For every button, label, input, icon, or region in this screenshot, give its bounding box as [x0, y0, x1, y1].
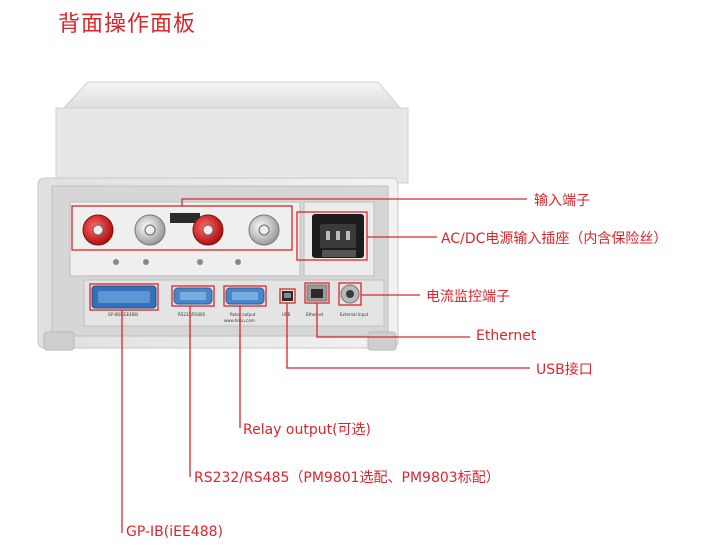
label-ethernet: Ethernet: [476, 328, 537, 344]
svg-text:GP-IB(IEEE488): GP-IB(IEEE488): [108, 312, 139, 317]
page-title: 背面操作面板: [58, 12, 197, 37]
label-current-monitor: 电流监控端子: [426, 289, 510, 305]
svg-text:External Input: External Input: [340, 312, 369, 317]
svg-text:Ethernet: Ethernet: [306, 312, 324, 317]
label-usb: USB接口: [536, 362, 593, 378]
label-input-terminals: 输入端子: [534, 193, 590, 209]
svg-text:RS232/RS485: RS232/RS485: [178, 312, 206, 317]
svg-text:www.hopu.com: www.hopu.com: [224, 318, 255, 323]
svg-text:USB: USB: [282, 312, 290, 317]
label-gpib: GP-IB(iEE488): [126, 524, 223, 540]
label-rs232-rs485: RS232/RS485（PM9801选配、PM9803标配）: [194, 470, 500, 486]
label-ac-dc-power-socket: AC/DC电源输入插座（内含保险丝）: [441, 231, 668, 247]
input-terminals[interactable]: [82, 214, 280, 246]
label-relay-output: Relay output(可选): [243, 422, 372, 438]
svg-text:Relay output: Relay output: [230, 312, 256, 317]
